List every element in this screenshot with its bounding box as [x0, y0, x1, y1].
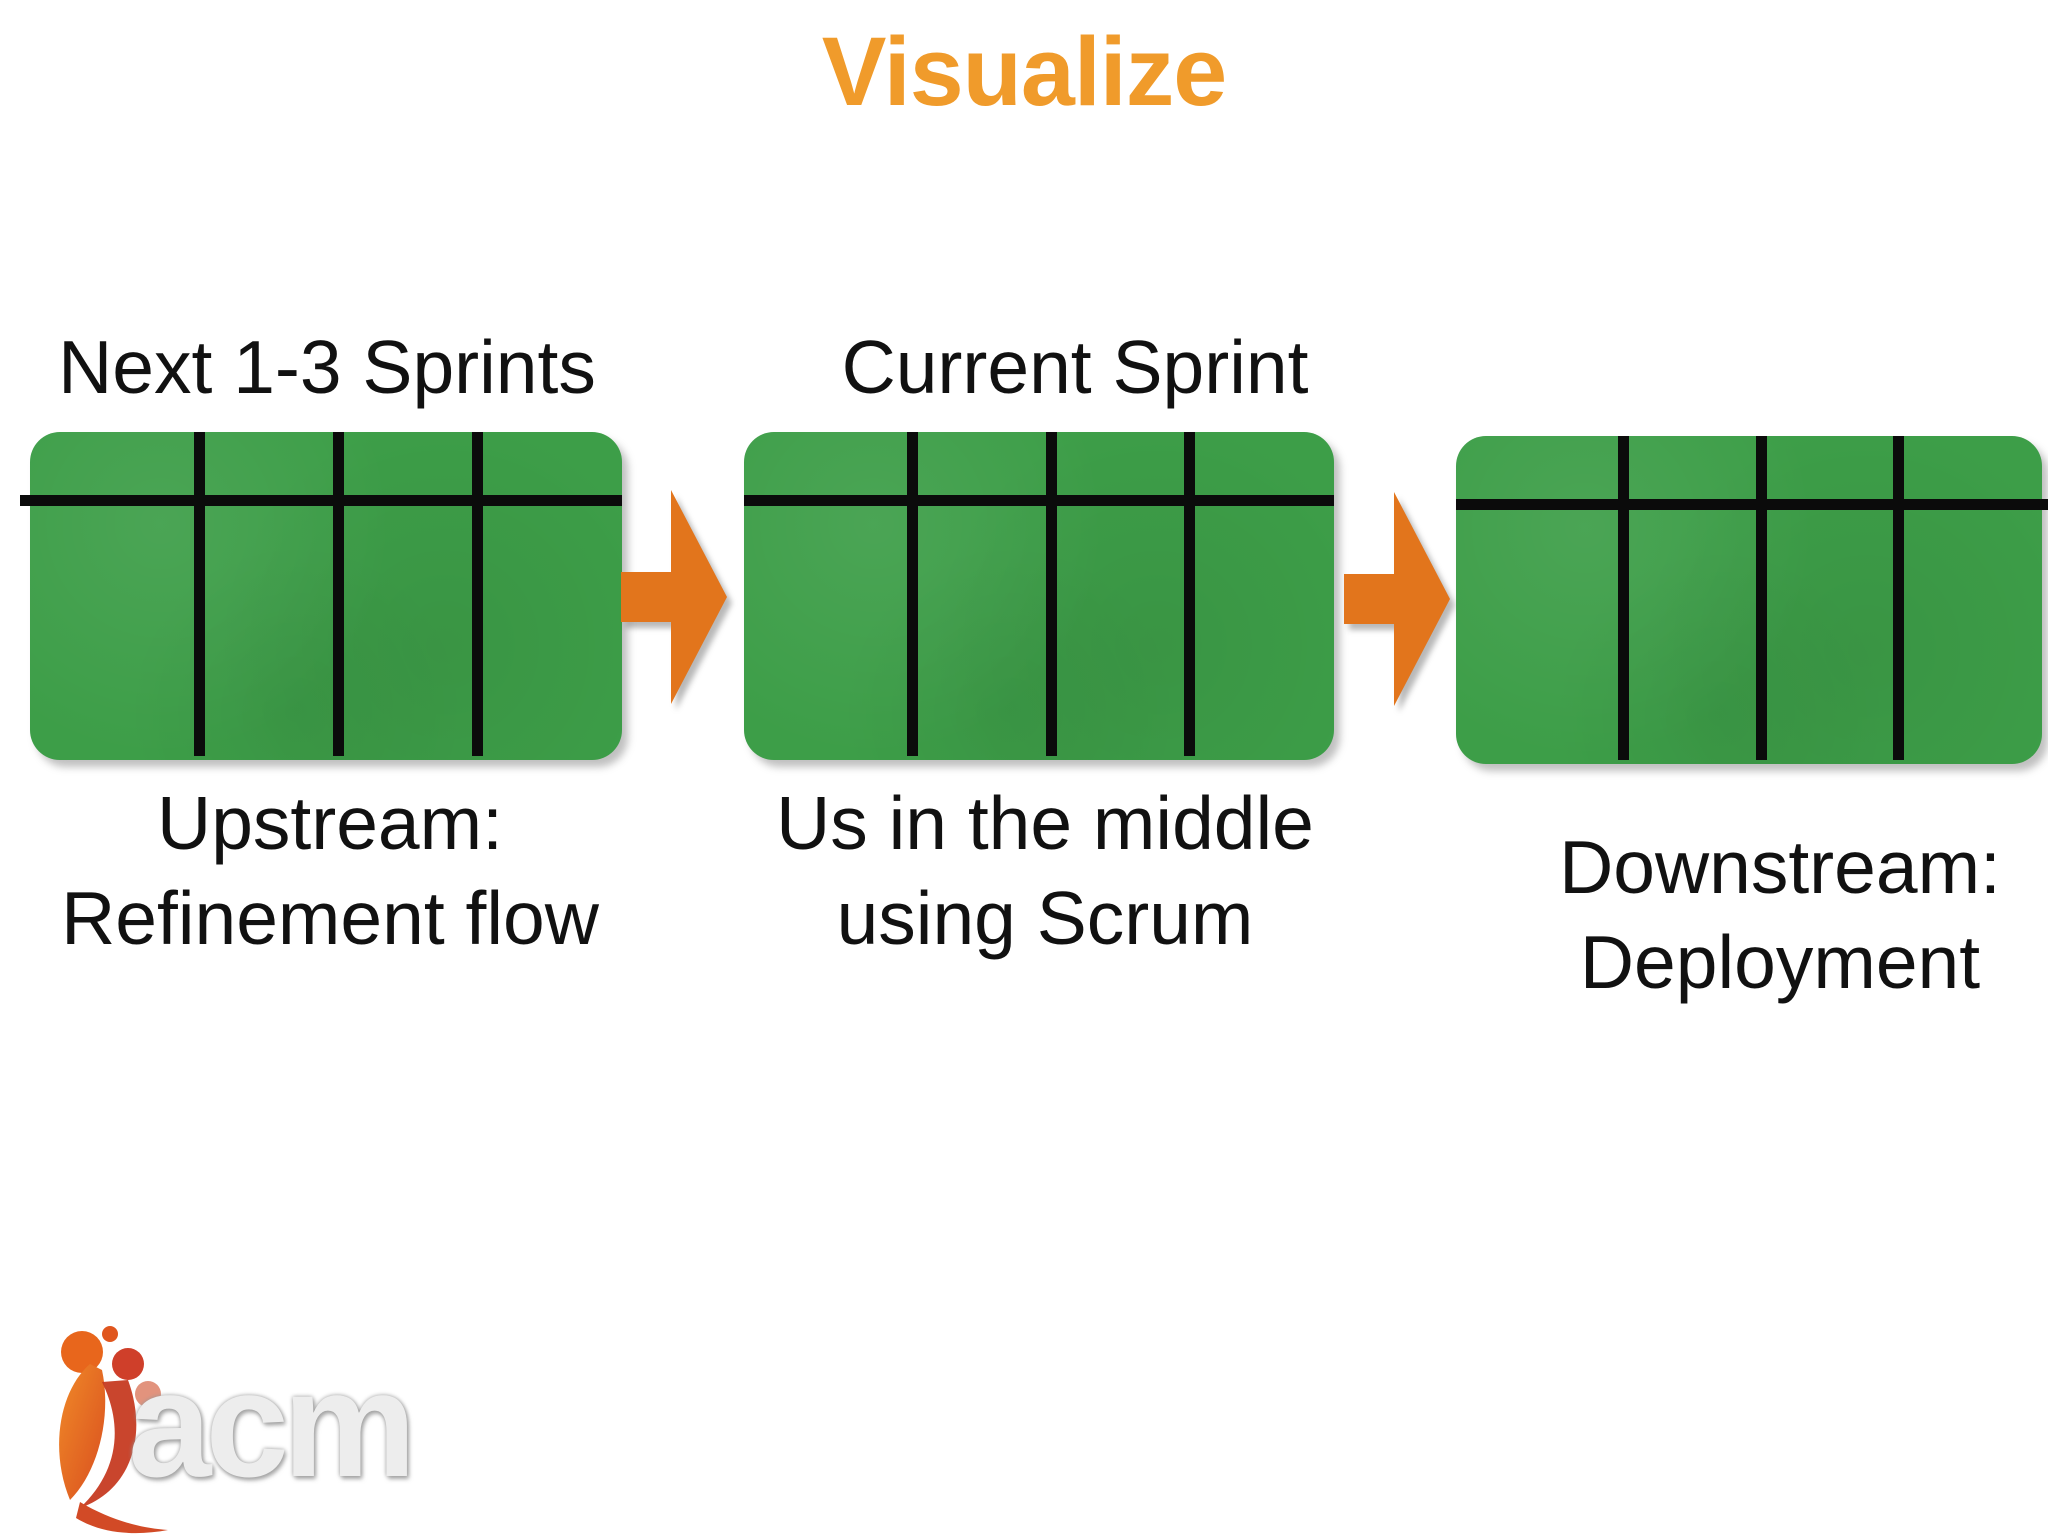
flame-person-icon — [59, 1326, 168, 1534]
label-next-sprints: Next 1-3 Sprints — [58, 325, 596, 409]
caption-current: Us in the middle using Scrum — [745, 776, 1345, 966]
current-sprint-board — [744, 432, 1334, 760]
acm-logo: acm — [40, 1322, 416, 1536]
right-arrow-shape — [1344, 492, 1450, 706]
caption-upstream: Upstream: Refinement flow — [30, 776, 630, 966]
acm-logo-text: acm — [128, 1340, 416, 1508]
board-column-line — [1618, 436, 1629, 760]
board-column-line — [1184, 432, 1196, 756]
board-column-line — [332, 432, 344, 756]
board-column-line — [1755, 436, 1767, 760]
caption-line: using Scrum — [836, 876, 1254, 960]
board-header-line — [1456, 499, 2048, 510]
board-header-line — [20, 495, 622, 506]
board-column-line — [907, 432, 919, 756]
caption-line: Downstream: — [1559, 825, 2001, 909]
board-column-line — [1045, 432, 1057, 756]
right-arrow-shape — [621, 490, 727, 704]
caption-line: Refinement flow — [61, 876, 599, 960]
board-column-line — [471, 432, 483, 756]
downstream-board — [1456, 436, 2048, 764]
caption-line: Us in the middle — [776, 781, 1314, 865]
caption-downstream: Downstream: Deployment — [1500, 820, 2048, 1010]
right-arrow-icon — [621, 490, 727, 704]
label-current-sprint: Current Sprint — [841, 325, 1309, 409]
board-header-line — [744, 495, 1334, 506]
board-column-line — [1893, 436, 1905, 760]
board-column-line — [193, 432, 205, 756]
right-arrow-icon — [1344, 492, 1450, 706]
caption-line: Upstream: — [157, 781, 503, 865]
slide-title: Visualize — [821, 17, 1227, 126]
caption-line: Deployment — [1579, 920, 1981, 1004]
upstream-board — [20, 432, 622, 760]
